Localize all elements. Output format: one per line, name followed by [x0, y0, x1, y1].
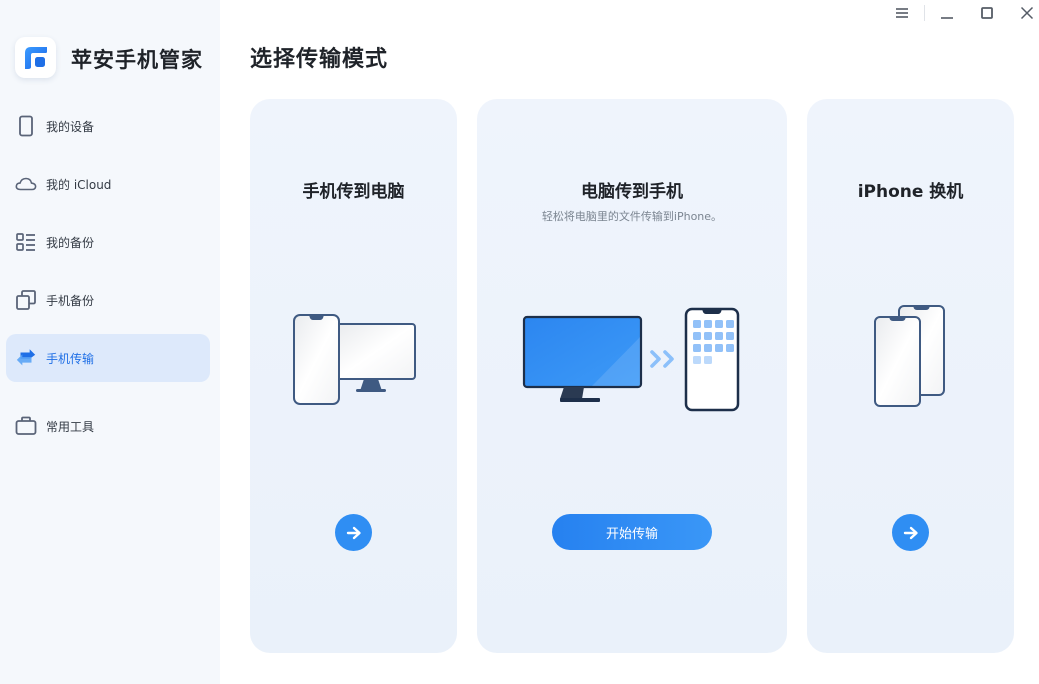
phone-to-pc-illustration — [293, 314, 416, 405]
arrow-right-icon — [346, 526, 361, 539]
minimize-button[interactable] — [935, 2, 959, 24]
page-title: 选择传输模式 — [250, 47, 389, 72]
maximize-icon — [981, 7, 993, 19]
minimize-icon — [941, 17, 953, 19]
sidebar-item-my-device[interactable]: 我的设备 — [6, 102, 210, 150]
sidebar-item-label: 我的 iCloud — [46, 177, 112, 192]
logo-icon — [24, 46, 47, 69]
sidebar-item-label: 手机传输 — [46, 351, 95, 366]
cloud-icon — [15, 173, 37, 195]
card-pc-to-phone[interactable]: 电脑传到手机 轻松将电脑里的文件传输到iPhone。 — [477, 99, 787, 653]
sidebar-item-label: 我的备份 — [46, 235, 95, 250]
card-subtitle: 轻松将电脑里的文件传输到iPhone。 — [541, 210, 723, 223]
hamburger-icon — [896, 8, 908, 18]
card-iphone-switch[interactable]: iPhone 换机 — [807, 99, 1014, 653]
card-title: 手机传到电脑 — [302, 182, 405, 202]
sidebar-item-phone-backup[interactable]: 手机备份 — [6, 276, 210, 324]
start-transfer-button[interactable]: 开始传输 — [552, 514, 712, 550]
menu-button[interactable] — [890, 2, 914, 24]
copy-icon — [15, 289, 37, 311]
phone-to-pc-go-button[interactable] — [335, 514, 372, 551]
sidebar-item-my-icloud[interactable]: 我的 iCloud — [6, 160, 210, 208]
app-logo — [15, 37, 56, 78]
maximize-button[interactable] — [975, 2, 999, 24]
iphone-switch-illustration — [874, 305, 945, 407]
close-icon — [1020, 6, 1034, 20]
toolbox-icon — [15, 415, 37, 437]
list-icon — [15, 231, 37, 253]
card-title: iPhone 换机 — [857, 182, 964, 202]
iphone-switch-go-button[interactable] — [892, 514, 929, 551]
card-title: 电脑传到手机 — [581, 182, 683, 202]
pc-to-phone-illustration — [522, 307, 740, 412]
app-name: 苹安手机管家 — [71, 48, 203, 72]
sidebar-item-label: 手机备份 — [46, 293, 95, 308]
sidebar-item-phone-transfer[interactable]: 手机传输 — [6, 334, 210, 382]
phone-icon — [15, 115, 37, 137]
close-button[interactable] — [1015, 2, 1039, 24]
transfer-icon — [15, 347, 37, 369]
arrow-right-icon — [903, 526, 918, 539]
sidebar: 苹安手机管家 我的设备 我的 iCloud 我的备份 手机备份 — [0, 0, 220, 684]
sidebar-item-common-tools[interactable]: 常用工具 — [6, 402, 210, 450]
sidebar-item-label: 我的设备 — [46, 119, 95, 134]
sidebar-item-my-backup[interactable]: 我的备份 — [6, 218, 210, 266]
card-phone-to-pc[interactable]: 手机传到电脑 — [250, 99, 457, 653]
titlebar-divider — [924, 5, 925, 21]
sidebar-item-label: 常用工具 — [46, 419, 95, 434]
